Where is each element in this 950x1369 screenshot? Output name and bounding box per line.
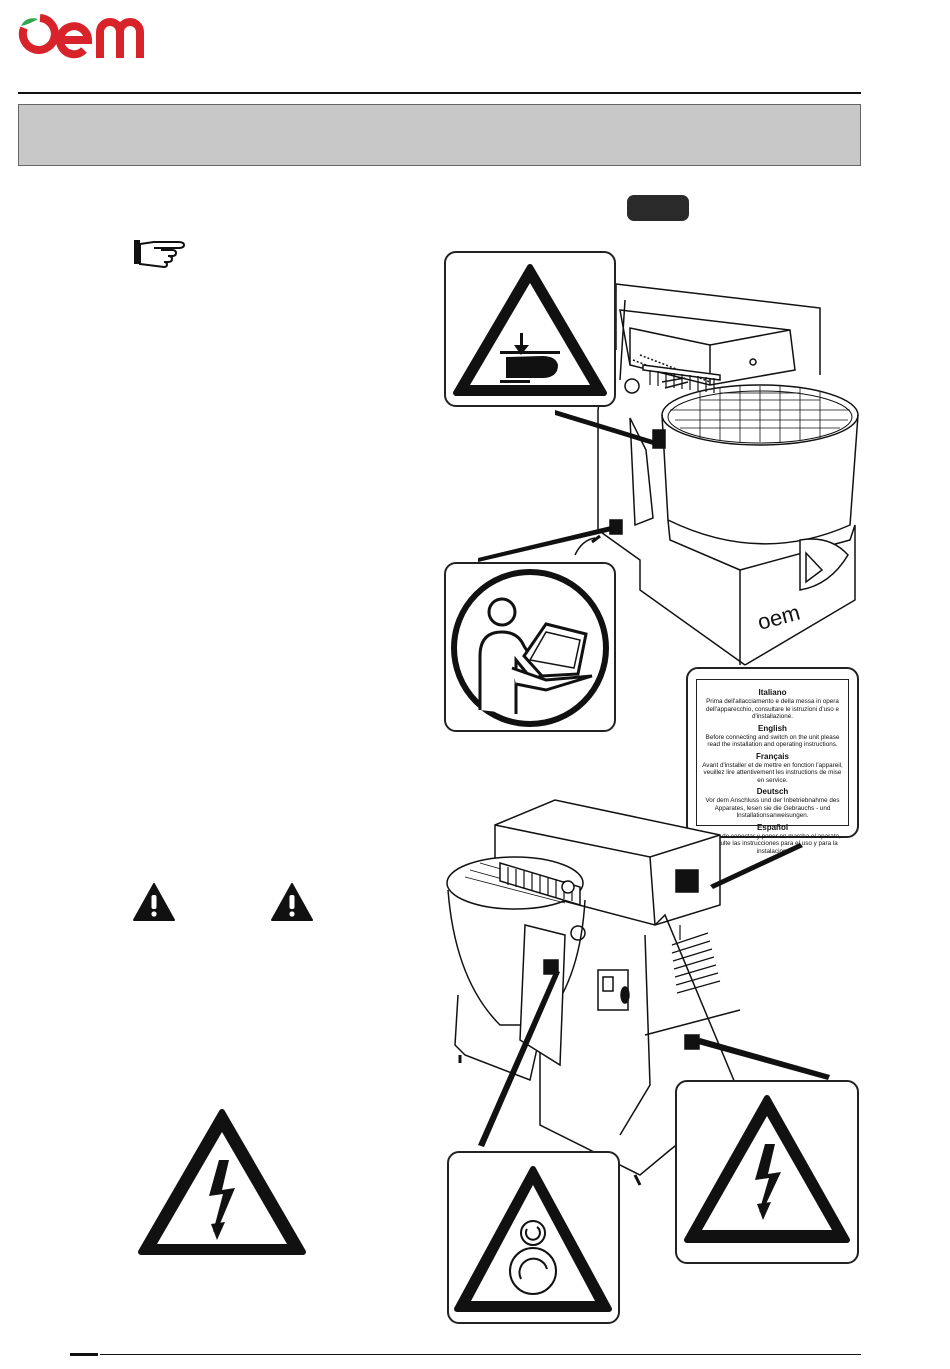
francais-text: Avant d'installer et de mettre en foncti… (702, 761, 843, 784)
english-heading: English (758, 723, 787, 733)
exclamation-warning-icon (270, 882, 314, 922)
mixer-machine-rear-view: oem (470, 270, 870, 670)
svg-text:oem: oem (755, 600, 803, 635)
header-rule (18, 92, 861, 94)
read-manual-icon (451, 569, 609, 727)
rotation-hazard-icon (454, 1166, 612, 1312)
electric-hazard-icon (684, 1095, 850, 1243)
page-marker (70, 1353, 98, 1356)
electric-hazard-panel (675, 1080, 859, 1264)
read-manual-panel (444, 562, 616, 732)
mixer-machine-front-view (440, 795, 760, 1195)
espanol-text: Antes de conectar y poner en marcha el a… (704, 832, 841, 855)
brand-logo: oem (18, 10, 168, 59)
italiano-heading: Italiano (758, 688, 787, 697)
electric-hazard-icon (137, 1108, 307, 1258)
instructions-text-box: Italiano Prima dell'allacciamento e dell… (696, 679, 849, 855)
multilingual-instructions-label: Italiano Prima dell'allacciamento e dell… (686, 667, 859, 855)
pointing-hand-icon (132, 236, 192, 268)
rotation-hazard-panel (447, 1151, 620, 1324)
english-text: Before connecting and switch on the unit… (705, 733, 840, 749)
footer-rule (100, 1354, 861, 1355)
italiano-text: Prima dell'allacciamento e della messa i… (706, 698, 839, 720)
section-title-bar (18, 104, 861, 166)
francais-heading: Français (756, 751, 789, 761)
hand-crush-hazard-panel (444, 251, 616, 407)
deutsch-text: Vor dem Anschluss und der Inbetriebnahme… (705, 797, 840, 819)
leader-lines-top (478, 410, 653, 562)
leader-lines-bottom (478, 843, 830, 1147)
exclamation-warning-icon (132, 882, 176, 922)
espanol-heading: Español (756, 822, 789, 832)
hand-crush-hazard-icon (453, 264, 607, 396)
deutsch-heading: Deutsch (756, 787, 789, 796)
language-tab (627, 195, 689, 221)
